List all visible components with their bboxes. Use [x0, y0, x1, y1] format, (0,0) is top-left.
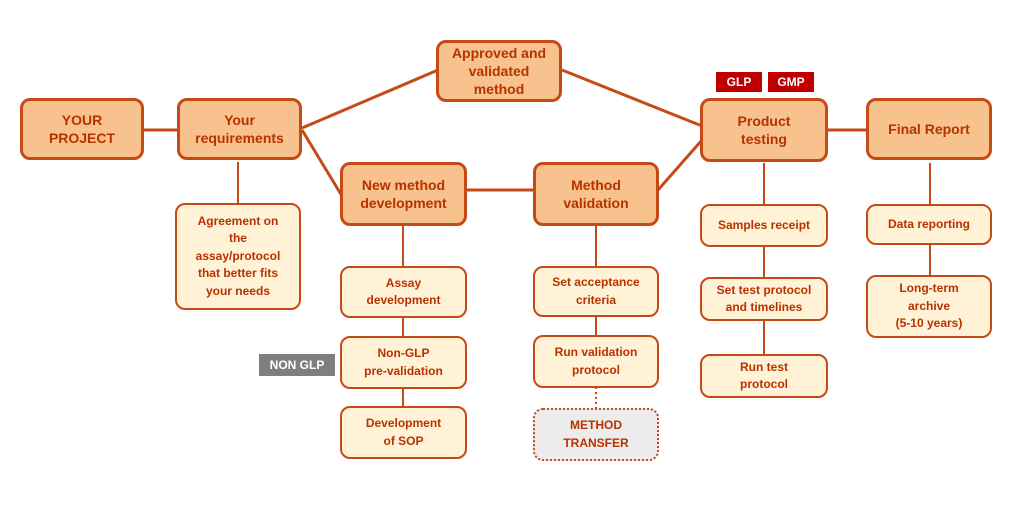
run-test-protocol-node: Run test protocol: [700, 354, 828, 398]
set-test-protocol-node: Set test protocol and timelines: [700, 277, 828, 321]
connector: [300, 129, 344, 197]
data-reporting-node: Data reporting: [866, 204, 992, 245]
approved-method-node: Approved and validated method: [436, 40, 562, 102]
gmp-tag: GMP: [768, 72, 814, 92]
connector: [561, 68, 703, 128]
agreement-node: Agreement on the assay/protocol that bet…: [175, 203, 301, 310]
glp-tag: GLP: [716, 72, 762, 92]
long-term-archive-node: Long-term archive (5-10 years): [866, 275, 992, 338]
final-report-node: Final Report: [866, 98, 992, 160]
set-acceptance-criteria-node: Set acceptance criteria: [533, 266, 659, 317]
your-requirements-node: Your requirements: [177, 98, 302, 160]
development-sop-node: Development of SOP: [340, 406, 467, 459]
non-glp-tag: NON GLP: [259, 354, 335, 376]
your-project-node: YOUR PROJECT: [20, 98, 144, 160]
method-validation-node: Method validation: [533, 162, 659, 226]
method-transfer-node: METHOD TRANSFER: [533, 408, 659, 461]
connector: [301, 68, 439, 130]
samples-receipt-node: Samples receipt: [700, 204, 828, 247]
non-glp-prevalidation-node: Non-GLP pre-validation: [340, 336, 467, 389]
new-method-development-node: New method development: [340, 162, 467, 226]
assay-development-node: Assay development: [340, 266, 467, 318]
connector: [656, 139, 704, 191]
run-validation-protocol-node: Run validation protocol: [533, 335, 659, 388]
product-testing-node: Product testing: [700, 98, 828, 162]
